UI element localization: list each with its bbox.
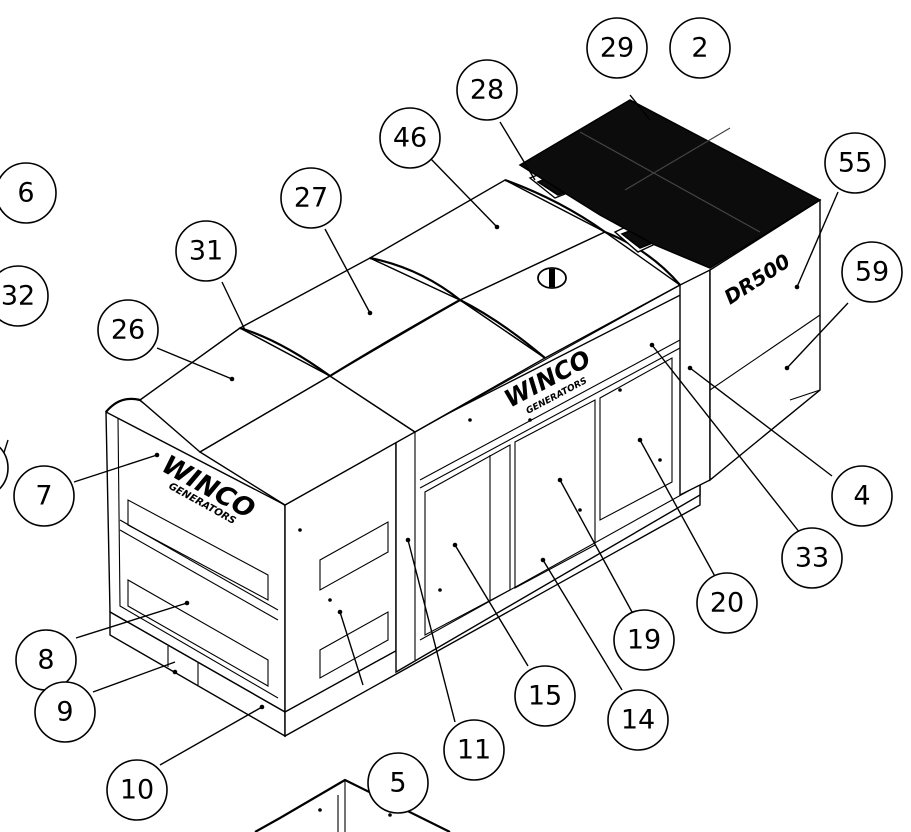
svg-text:14: 14 (621, 705, 655, 736)
svg-text:10: 10 (120, 775, 154, 806)
callout-5[interactable]: 5 (367, 752, 429, 814)
svg-text:19: 19 (627, 625, 661, 656)
callout-46[interactable]: 46 (379, 107, 441, 169)
svg-text:6: 6 (17, 178, 34, 209)
callout-15[interactable]: 15 (514, 665, 576, 727)
callout-19[interactable]: 19 (613, 609, 675, 671)
callout-10[interactable]: 10 (106, 759, 168, 821)
svg-text:59: 59 (855, 257, 889, 288)
svg-text:29: 29 (600, 33, 634, 64)
svg-text:15: 15 (528, 681, 562, 712)
side-panel-radiator-end (679, 268, 711, 497)
svg-text:28: 28 (470, 75, 504, 106)
callout-20[interactable]: 20 (696, 572, 758, 634)
callout-31[interactable]: 31 (175, 220, 237, 282)
callout-55[interactable]: 55 (824, 132, 886, 194)
svg-text:2: 2 (691, 33, 708, 64)
callout-33[interactable]: 33 (781, 527, 843, 589)
svg-text:7: 7 (35, 481, 52, 512)
svg-text:26: 26 (111, 315, 145, 346)
svg-text:5: 5 (389, 768, 406, 799)
svg-text:27: 27 (294, 183, 328, 214)
callout-7[interactable]: 7 (13, 465, 75, 527)
callout-26[interactable]: 26 (97, 299, 159, 361)
callout-29[interactable]: 29 (586, 17, 648, 79)
callout-6[interactable]: 6 (0, 162, 57, 224)
svg-text:33: 33 (795, 543, 829, 574)
callout-32[interactable]: 32 (0, 265, 49, 327)
callout-11[interactable]: 11 (443, 719, 505, 781)
radiator-grille (518, 99, 822, 269)
svg-text:46: 46 (393, 123, 427, 154)
svg-text:8: 8 (37, 645, 54, 676)
callout-2[interactable]: 2 (669, 17, 731, 79)
svg-text:11: 11 (457, 735, 491, 766)
callout-14[interactable]: 14 (607, 689, 669, 751)
callout-27[interactable]: 27 (280, 167, 342, 229)
door-right (599, 357, 673, 521)
callout-8[interactable]: 8 (15, 629, 77, 691)
callout-partial-left (0, 446, 9, 490)
svg-text:4: 4 (853, 481, 870, 512)
callout-4[interactable]: 4 (831, 465, 893, 527)
svg-text:31: 31 (189, 236, 223, 267)
svg-text:32: 32 (1, 281, 35, 312)
svg-text:9: 9 (56, 697, 73, 728)
callout-59[interactable]: 59 (841, 241, 903, 303)
svg-text:20: 20 (710, 588, 744, 619)
callouts: 29 2 28 46 55 6 27 59 31 32 26 (0, 17, 903, 821)
callout-9[interactable]: 9 (34, 681, 96, 743)
svg-text:55: 55 (838, 148, 872, 179)
callout-28[interactable]: 28 (456, 59, 518, 121)
leader-lines (0, 94, 849, 766)
side-panel-doors (395, 283, 701, 674)
